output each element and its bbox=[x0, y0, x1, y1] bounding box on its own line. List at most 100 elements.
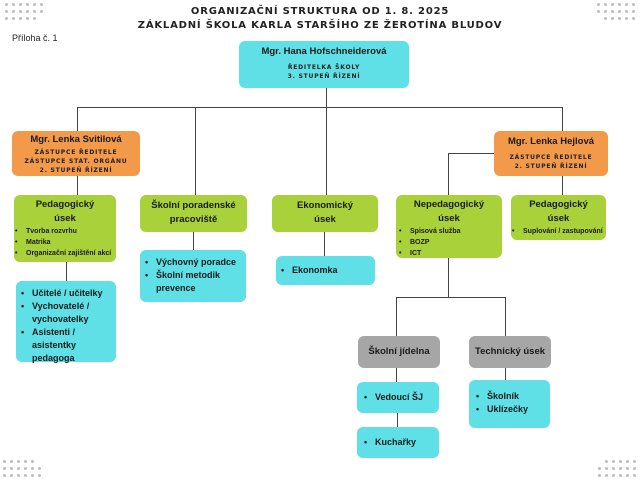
decorative-dot bbox=[625, 10, 628, 13]
list-item: Uklízečky bbox=[476, 403, 550, 416]
deputy-name: Mgr. Lenka Hejlová bbox=[507, 136, 595, 147]
connector bbox=[324, 232, 325, 256]
list-item: Kuchařky bbox=[364, 436, 439, 449]
decorative-dot bbox=[605, 467, 608, 470]
list-item: Matrika bbox=[15, 237, 116, 248]
list-item: ICT bbox=[399, 248, 502, 259]
staff-box-poradenske: Výchovný poradce Školní metodik prevence bbox=[140, 250, 246, 302]
decorative-dot bbox=[26, 3, 29, 6]
decorative-dot bbox=[33, 17, 36, 20]
decorative-dot bbox=[632, 3, 635, 6]
decorative-dot bbox=[626, 474, 629, 477]
list-item: Učitelé / učitelky bbox=[21, 287, 116, 300]
decorative-dot bbox=[619, 460, 622, 463]
decorative-dot bbox=[618, 17, 621, 20]
decorative-dot bbox=[633, 474, 636, 477]
connector bbox=[448, 153, 494, 154]
department-title: Pedagogický bbox=[529, 199, 588, 210]
decorative-dot bbox=[33, 10, 36, 13]
decorative-dot bbox=[3, 467, 6, 470]
deputy-name: Mgr. Lenka Svitilová bbox=[30, 134, 122, 145]
decorative-dot bbox=[24, 474, 27, 477]
staff-box-ekonomicky: Ekonomka bbox=[276, 256, 375, 285]
decorative-dot bbox=[597, 10, 600, 13]
decorative-dot bbox=[12, 3, 15, 6]
decorative-dot bbox=[10, 467, 13, 470]
list-item: Spisová služba bbox=[399, 226, 502, 237]
connector bbox=[195, 107, 196, 195]
connector bbox=[448, 153, 449, 195]
decorative-dot bbox=[598, 467, 601, 470]
list-item: Školní metodik prevence bbox=[145, 269, 246, 295]
staff-box-kucharky: Kuchařky bbox=[357, 427, 439, 458]
decorative-dot bbox=[31, 467, 34, 470]
sub-department-technicky: Technický úsek bbox=[469, 336, 551, 368]
decorative-dot bbox=[24, 467, 27, 470]
decorative-dot bbox=[632, 10, 635, 13]
decorative-dot bbox=[40, 3, 43, 6]
decorative-dot bbox=[633, 467, 636, 470]
chart-title-line-2: ZÁKLADNÍ ŠKOLA KARLA STARŠÍHO ZE ŽEROTÍN… bbox=[137, 20, 503, 31]
decorative-dot bbox=[19, 3, 22, 6]
decorative-dot bbox=[611, 10, 614, 13]
connector bbox=[193, 232, 194, 250]
decorative-dot bbox=[38, 467, 41, 470]
list-item: BOZP bbox=[399, 237, 502, 248]
decorative-dot bbox=[597, 3, 600, 6]
decorative-dot bbox=[618, 3, 621, 6]
sub-department-title: Školní jídelna bbox=[368, 346, 430, 357]
department-title: Pedagogický bbox=[35, 199, 95, 210]
decorative-dot bbox=[19, 10, 22, 13]
connector bbox=[77, 107, 78, 131]
department-pedagogicky-svitilova: Pedagogický úsek Tvorba rozvrhu Matrika … bbox=[14, 195, 116, 262]
decorative-dot bbox=[612, 460, 615, 463]
deputy-role: ZÁSTUPCE ŘEDITELE bbox=[509, 154, 593, 161]
connector bbox=[397, 413, 398, 427]
decorative-dot bbox=[5, 3, 8, 6]
decorative-dot bbox=[611, 17, 614, 20]
decorative-dot bbox=[3, 474, 6, 477]
connector bbox=[77, 107, 563, 108]
list-item: Organizační zajištění akcí bbox=[15, 248, 116, 259]
list-item: Školník bbox=[476, 390, 550, 403]
decorative-dot bbox=[611, 3, 614, 6]
sub-department-jidelna: Školní jídelna bbox=[358, 336, 440, 368]
department-title: úsek bbox=[547, 213, 570, 224]
deputy-level: 2. STUPEŇ ŘÍZENÍ bbox=[514, 163, 588, 170]
list-item: Vedoucí ŠJ bbox=[364, 391, 439, 404]
deputy-level: 2. STUPEŇ ŘÍZENÍ bbox=[39, 167, 113, 174]
decorative-dot bbox=[12, 10, 15, 13]
decorative-dot bbox=[17, 474, 20, 477]
department-title: úsek bbox=[54, 213, 76, 224]
decorative-dot bbox=[12, 17, 15, 20]
decorative-dot bbox=[3, 460, 6, 463]
decorative-dot bbox=[10, 474, 13, 477]
decorative-dot bbox=[40, 10, 43, 13]
list-item: Asistenti / asistentky pedagoga bbox=[21, 326, 116, 365]
decorative-dot bbox=[10, 460, 13, 463]
decorative-dot bbox=[626, 460, 629, 463]
connector bbox=[562, 107, 563, 131]
list-item: Suplování / zastupování bbox=[512, 226, 606, 237]
department-title: úsek bbox=[314, 214, 336, 225]
connector bbox=[396, 297, 397, 336]
connector bbox=[562, 176, 563, 195]
decorative-dot bbox=[38, 474, 41, 477]
list-item: Ekonomka bbox=[281, 264, 375, 277]
staff-box-vedouci-sj: Vedoucí ŠJ bbox=[357, 382, 439, 413]
staff-box-pedagogicky: Učitelé / učitelky Vychovatelé / vychova… bbox=[16, 281, 116, 365]
department-poradenske: Školní poradenské pracoviště bbox=[140, 195, 247, 232]
sub-department-title: Technický úsek bbox=[474, 346, 546, 357]
decorative-dot bbox=[619, 474, 622, 477]
deputy-box-hejlova: Mgr. Lenka Hejlová ZÁSTUPCE ŘEDITELE 2. … bbox=[494, 131, 608, 176]
decorative-dot bbox=[604, 17, 607, 20]
department-title: pracoviště bbox=[169, 214, 218, 225]
department-title: úsek bbox=[438, 213, 460, 224]
connector bbox=[505, 297, 506, 336]
decorative-dot bbox=[612, 474, 615, 477]
connector bbox=[66, 262, 67, 281]
decorative-dot bbox=[33, 3, 36, 6]
deputy-role: ZÁSTUPCE STAT. ORGÁNU bbox=[24, 158, 128, 165]
department-pedagogicky-hejlova: Pedagogický úsek Suplování / zastupování bbox=[511, 195, 606, 240]
connector bbox=[505, 368, 506, 380]
